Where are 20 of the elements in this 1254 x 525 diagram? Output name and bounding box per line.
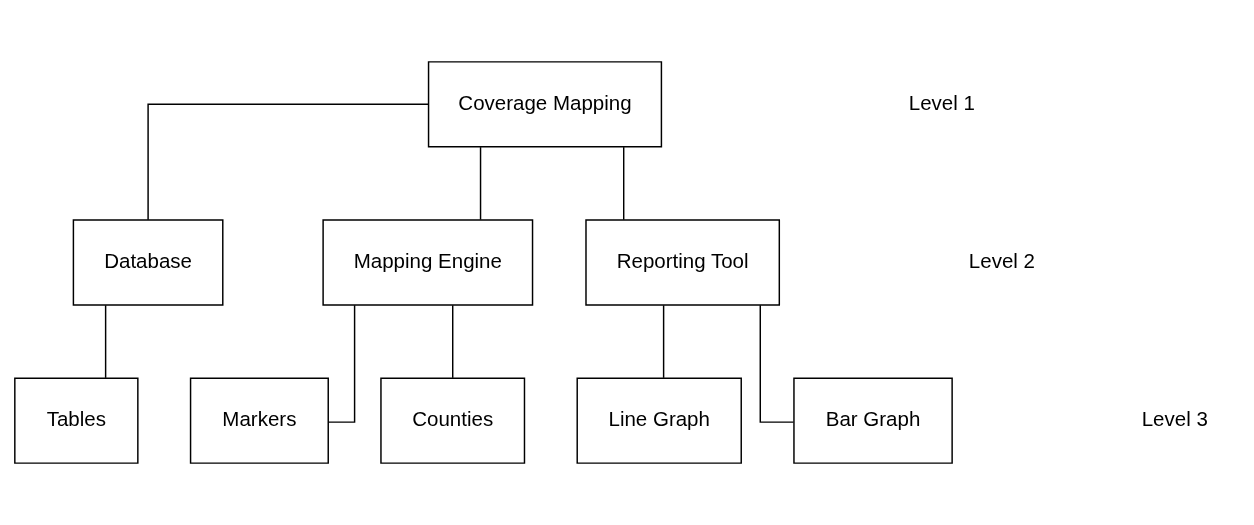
node-box: Database (72, 219, 224, 306)
node-box: Tables (14, 377, 139, 464)
node-box: Counties (380, 377, 526, 464)
node-box: Coverage Mapping (427, 61, 663, 148)
node-box: Markers (189, 377, 329, 464)
connector (759, 304, 795, 423)
connector (479, 146, 482, 221)
node-box: Reporting Tool (585, 219, 781, 306)
node-box: Line Graph (576, 377, 742, 464)
connector (662, 304, 665, 379)
connector (104, 304, 107, 379)
node-box: Mapping Engine (322, 219, 534, 306)
label: Level 3 (1141, 407, 1208, 431)
connector (147, 103, 429, 221)
label: Level 1 (908, 90, 975, 114)
connector (622, 146, 625, 221)
connector (452, 304, 454, 379)
node-box: Bar Graph (793, 377, 953, 464)
label: Level 2 (968, 248, 1035, 272)
connector (327, 304, 356, 423)
